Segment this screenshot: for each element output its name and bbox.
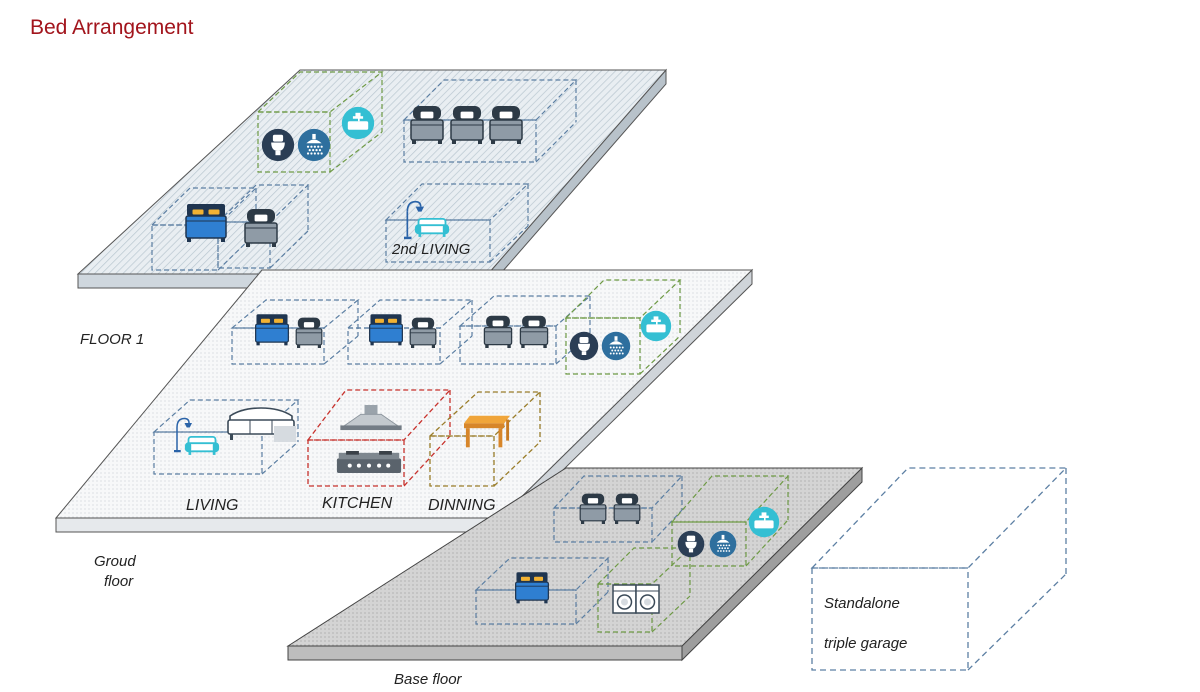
- room-box-2nd-living: [384, 183, 530, 263]
- room-box-f1-bedroom-2: [346, 299, 474, 365]
- room-label-2nd-living: 2nd LIVING: [391, 241, 471, 258]
- single-bed-icon: [519, 315, 549, 348]
- ground-floor-label-line2: floor: [104, 573, 134, 590]
- sofa-icon: [184, 435, 220, 456]
- double-bed-icon: [368, 313, 404, 346]
- single-bed-icon: [409, 316, 437, 348]
- room-box-f1-bathroom: [564, 279, 682, 375]
- sink-icon: [341, 106, 375, 140]
- floor1-slab: [54, 268, 754, 534]
- single-bed-icon: [410, 105, 444, 144]
- double-bed-icon: [514, 571, 550, 604]
- shower-icon: [709, 530, 737, 558]
- sink-icon: [640, 310, 672, 342]
- page-title: Bed Arrangement: [30, 16, 194, 39]
- double-bed-icon: [254, 313, 290, 346]
- single-bed-icon: [489, 105, 523, 144]
- room-box-base-bathroom: [670, 475, 790, 567]
- garage-label-line1: Standalone: [824, 595, 900, 612]
- double-bed-icon: [185, 203, 227, 242]
- sofa-icon: [414, 217, 450, 238]
- single-bed-icon: [579, 492, 607, 524]
- stove-icon: [336, 451, 402, 473]
- base-floor-label: Base floor: [394, 671, 463, 688]
- room-box-f1-bedroom-1: [230, 299, 360, 365]
- toilet-icon: [569, 331, 599, 361]
- room-box-living: [152, 399, 300, 475]
- garage-label-line2: triple garage: [824, 635, 907, 652]
- room-label-living: LIVING: [186, 497, 238, 514]
- single-bed-icon: [483, 315, 513, 348]
- single-bed-icon: [244, 208, 278, 247]
- room-label-dinning: DINNING: [428, 497, 496, 514]
- single-bed-icon: [613, 492, 641, 524]
- sink-icon: [748, 506, 780, 538]
- second-floor-slab: [76, 68, 668, 290]
- shower-icon: [297, 128, 331, 162]
- toilet-icon: [677, 530, 705, 558]
- ground-floor-label-line1: Groud: [94, 553, 136, 570]
- garage-box: [810, 467, 1068, 671]
- room-label-kitchen: KITCHEN: [322, 495, 393, 512]
- toilet-icon: [261, 128, 295, 162]
- base-floor-slab: [286, 466, 864, 662]
- single-bed-icon: [450, 105, 484, 144]
- floor1-side-label: FLOOR 1: [80, 331, 144, 348]
- room-box-dinning: [428, 391, 542, 487]
- room-box-kitchen: [306, 389, 452, 487]
- single-bed-icon: [295, 316, 323, 348]
- room-box-bathroom-2nd: [256, 71, 384, 173]
- shower-icon: [601, 331, 631, 361]
- washing-machine-icon: [612, 584, 660, 614]
